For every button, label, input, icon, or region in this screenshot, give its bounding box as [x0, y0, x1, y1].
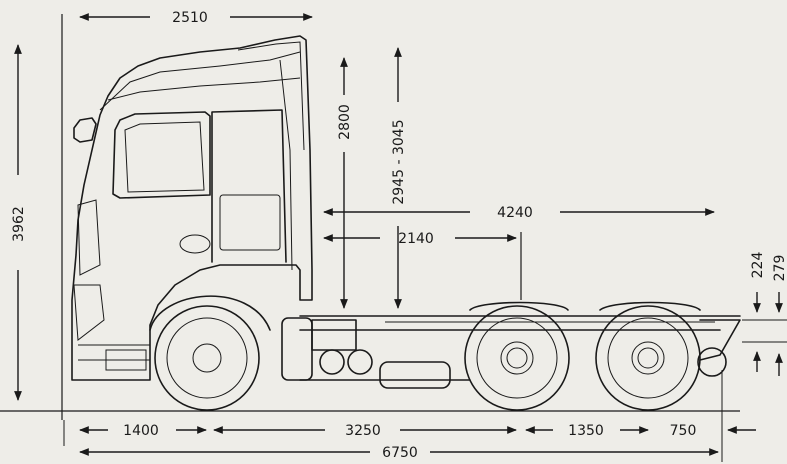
- tool-box: [379, 361, 451, 389]
- rear-overhang-label: 750: [670, 423, 697, 439]
- rear-wheel-1: [464, 305, 570, 411]
- height-range-label: 2945 - 3045: [391, 119, 407, 204]
- cab-height-label: 2800: [337, 104, 353, 140]
- cab-length-label: 2510: [172, 10, 208, 26]
- side-mirror: [73, 117, 97, 143]
- cab-axle-label: 2140: [398, 231, 434, 247]
- overall-length-label: 6750: [382, 445, 418, 461]
- fuel-tank: [281, 317, 313, 381]
- rear-wheel-2: [595, 305, 701, 411]
- rear-light: [697, 347, 727, 377]
- cab-window: [112, 111, 211, 199]
- front-wheel-arch: [149, 295, 271, 331]
- air-tank-2: [347, 349, 373, 375]
- rear-overhang-height-label: 279: [772, 255, 787, 282]
- rear-end: [699, 319, 741, 361]
- truck-drawing: [71, 35, 741, 411]
- reference-lines: [0, 14, 740, 462]
- overall-height-label: 3962: [11, 206, 27, 242]
- battery-box: [311, 319, 357, 351]
- wheelbase-label: 3250: [345, 423, 381, 439]
- chassis-height-label: 224: [750, 252, 766, 279]
- step: [105, 349, 147, 371]
- roof-fairing: [99, 51, 301, 111]
- cab-outline: [71, 35, 313, 381]
- cab-door: [211, 109, 287, 263]
- dimension-annotations: 2510 3962 2800 2945 - 3045 4240 2140 224…: [11, 10, 787, 461]
- door-panel: [219, 194, 281, 251]
- mudguard-2: [599, 301, 701, 311]
- air-tank-1: [319, 349, 345, 375]
- chassis-frame: [299, 315, 741, 381]
- front-grille: [73, 284, 105, 341]
- door-handle: [179, 234, 211, 254]
- mudguard-1: [469, 301, 569, 311]
- axle-spacing-label: 1350: [568, 423, 604, 439]
- headlight: [77, 199, 101, 276]
- front-overhang-label: 1400: [123, 423, 159, 439]
- front-wheel: [154, 305, 260, 411]
- wheelbase-end-label: 4240: [497, 205, 533, 221]
